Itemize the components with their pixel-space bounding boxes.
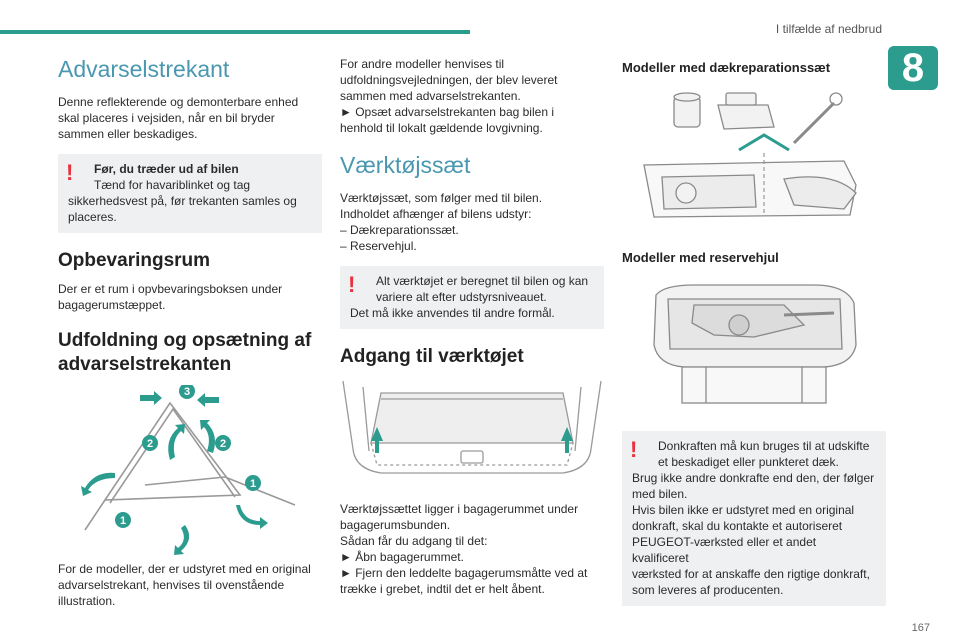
warning-line: Hvis bilen ikke er udstyret med en origi… bbox=[632, 503, 855, 517]
warning-line: Donkraften må kun bruges til at udskifte bbox=[658, 439, 870, 453]
warning-title: Før, du træder ud af bilen bbox=[94, 162, 239, 177]
heading-repair-kit-models: Modeller med dækreparationssæt bbox=[622, 60, 831, 75]
warning-box-exit-vehicle: ! Før, du træder ud af bilen Tænd for ha… bbox=[58, 154, 322, 234]
exclamation-icon: ! bbox=[630, 437, 638, 462]
spare-wheel-illustration bbox=[653, 284, 857, 404]
warning-line: Brug ikke andre donkrafte end den, der f… bbox=[632, 471, 875, 485]
warning-line: sikkerhedsvest på, før trekanten samles … bbox=[68, 194, 297, 209]
warning-line: værksted for at anskaffe den rigtige don… bbox=[632, 567, 870, 581]
header-accent-bar bbox=[0, 30, 470, 34]
exclamation-icon: ! bbox=[66, 160, 74, 186]
warning-line: med bilen. bbox=[632, 487, 688, 501]
running-head: I tilfælde af nedbrud bbox=[775, 22, 882, 36]
warning-line: variere alt efter udstyrsniveauet. bbox=[376, 290, 547, 305]
step-label: 2 bbox=[147, 438, 153, 450]
step-label: 2 bbox=[220, 438, 226, 450]
triangle-footer-text: For de modeller, der er udstyret med en … bbox=[58, 561, 311, 608]
triangle-unfold-illustration: 3 2 2 1 1 bbox=[81, 384, 296, 555]
tool-access-text: Værktøjssættet ligger i bagagerummet und… bbox=[340, 502, 588, 597]
warning-triangle-intro: Denne reflekterende og demonterbare enhe… bbox=[58, 95, 299, 142]
warning-line: Det må ikke anvendes til andre formål. bbox=[350, 306, 555, 321]
heading-unfold-triangle: Udfoldning og opsætning af advarselstrek… bbox=[58, 330, 312, 375]
repair-kit-illustration bbox=[643, 92, 857, 218]
step-markers: 3 2 2 1 1 bbox=[115, 384, 261, 528]
column-3: Modeller med dækreparationssæt Modeller … bbox=[622, 60, 886, 622]
step-label: 3 bbox=[184, 386, 190, 398]
heading-tool-access: Adgang til værktøjet bbox=[340, 346, 524, 368]
trunk-floor-illustration bbox=[342, 381, 602, 474]
warning-line: PEUGEOT-værksted eller et andet kvalific… bbox=[632, 535, 817, 565]
warning-box-jack: ! Donkraften må kun bruges til at udskif… bbox=[622, 431, 886, 606]
unfold-instructions: For andre modeller henvises til udfoldni… bbox=[340, 57, 558, 135]
chapter-tab: 8 bbox=[888, 46, 938, 90]
warning-line: Alt værktøjet er beregnet til bilen og k… bbox=[376, 274, 589, 289]
warning-line: donkraft, skal du kontakte et autorisere… bbox=[632, 519, 843, 533]
step-label: 1 bbox=[120, 515, 126, 527]
storage-text: Der er et rum i opvbevaringsboksen under… bbox=[58, 282, 283, 313]
column-1: Advarselstrekant Denne reflekterende og … bbox=[58, 56, 322, 609]
exclamation-icon: ! bbox=[348, 272, 356, 298]
column-2: For andre modeller henvises til udfoldni… bbox=[340, 56, 604, 597]
warning-line: et beskadiget eller punkteret dæk. bbox=[658, 455, 839, 469]
warning-line: placeres. bbox=[68, 210, 117, 225]
page-number: 167 bbox=[911, 622, 930, 634]
heading-spare-wheel-models: Modeller med reservehjul bbox=[622, 250, 779, 265]
warning-line: Tænd for havariblinket og tag bbox=[94, 178, 251, 193]
toolkit-text: Værktøjssæt, som følger med til bilen. I… bbox=[340, 191, 543, 254]
warning-box-tools: ! Alt værktøjet er beregnet til bilen og… bbox=[340, 266, 604, 330]
step-label: 1 bbox=[250, 478, 256, 490]
section-title-toolkit: Værktøjssæt bbox=[340, 152, 471, 178]
warning-line: som leveres af producenten. bbox=[632, 583, 784, 597]
section-title-warning-triangle: Advarselstrekant bbox=[58, 56, 230, 82]
heading-storage: Opbevaringsrum bbox=[58, 250, 211, 272]
